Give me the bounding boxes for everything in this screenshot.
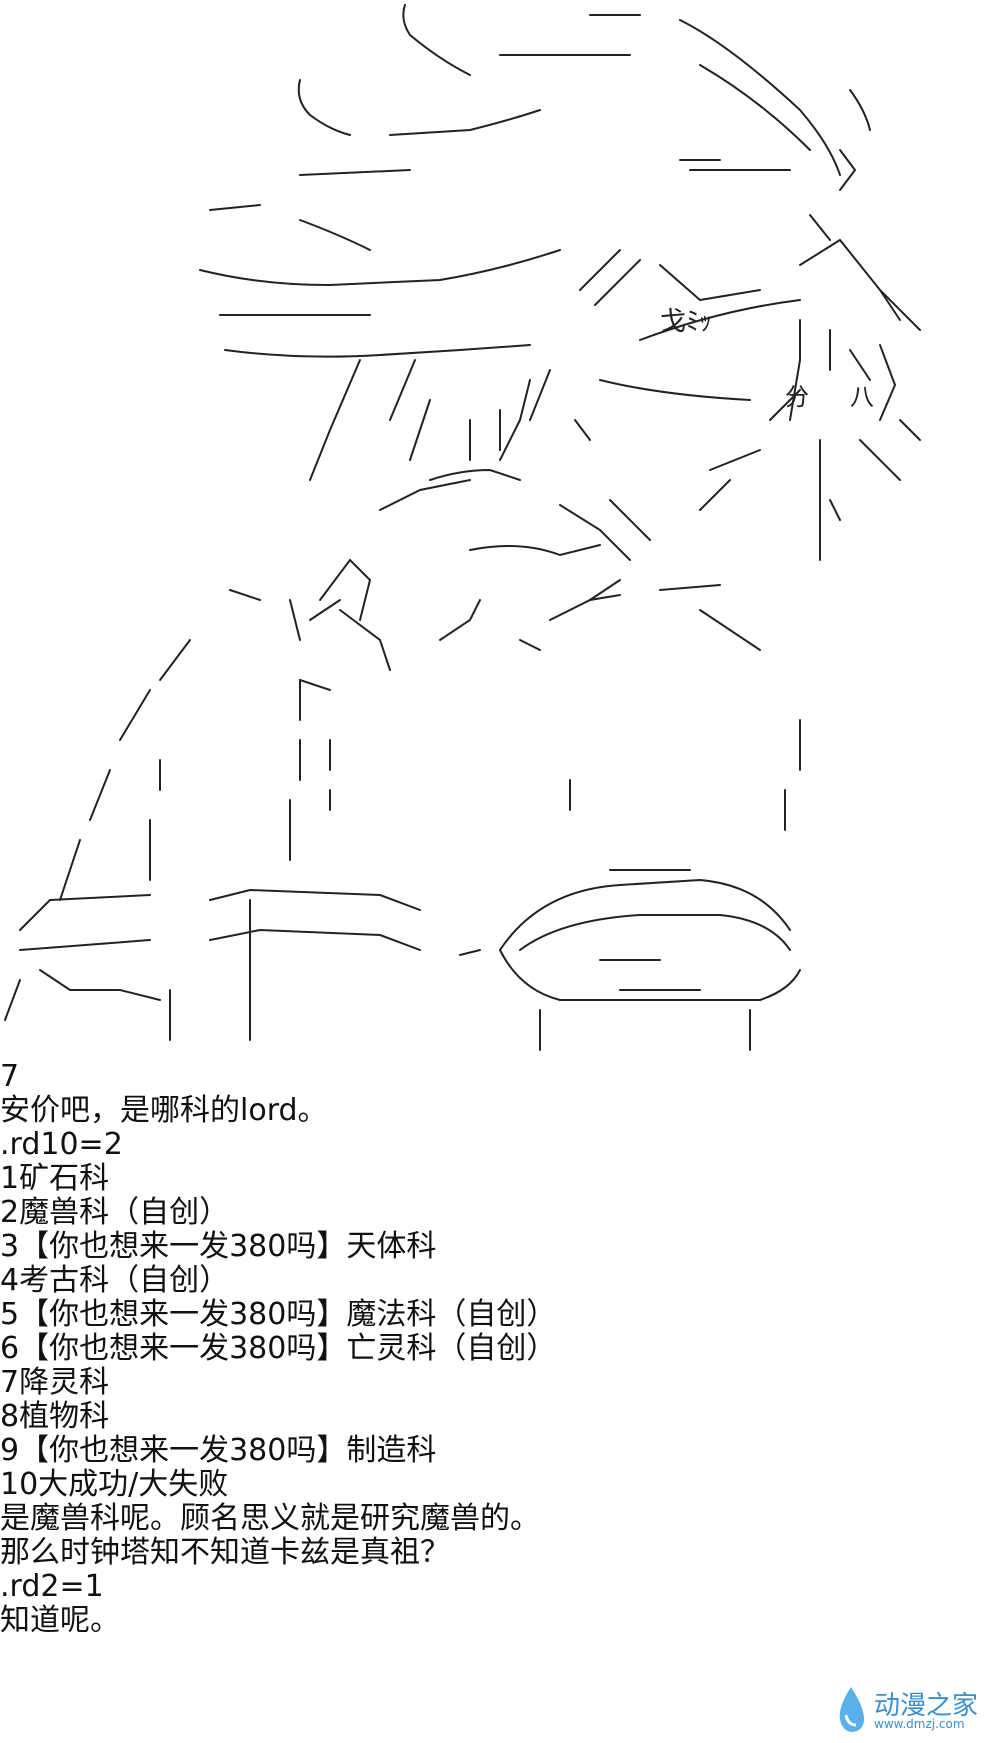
text-line: 7 bbox=[0, 1059, 20, 1094]
ascii-art-illustration: 戈ﾐｯ 分 八 bbox=[4, 4, 921, 1051]
text-line: 是魔兽科呢。顾名思义就是研究魔兽的。 bbox=[0, 1501, 540, 1536]
text-block: 7 安价吧，是哪科的lord。 .rd10=2 1矿石科 2魔兽科（自创） 3【… bbox=[0, 1060, 1000, 1638]
text-line: 4考古科（自创） bbox=[0, 1263, 230, 1298]
sfx-text: 八 bbox=[850, 383, 874, 411]
body-strokes bbox=[59, 359, 801, 901]
lower-right-shapes bbox=[459, 869, 801, 1051]
watermark: 动漫之家 www.dmzj.com bbox=[832, 1683, 992, 1737]
text-line: 10大成功/大失败 bbox=[0, 1467, 229, 1502]
water-drop-icon bbox=[839, 1687, 864, 1732]
sfx-text: 分 bbox=[785, 383, 809, 411]
text-line: 那么时钟塔知不知道卡兹是真祖？ bbox=[0, 1535, 450, 1570]
hair-strokes bbox=[199, 4, 871, 401]
text-line: 3【你也想来一发380吗】天体科 bbox=[0, 1229, 437, 1264]
text-line: 8植物科 bbox=[0, 1399, 110, 1434]
text-line: .rd10=2 bbox=[0, 1127, 123, 1162]
text-line: 9【你也想来一发380吗】制造科 bbox=[0, 1433, 437, 1468]
text-line: 知道呢。 bbox=[0, 1603, 120, 1638]
text-line: 2魔兽科（自创） bbox=[0, 1195, 230, 1230]
lower-left-shapes bbox=[4, 888, 421, 1041]
text-line: .rd2=1 bbox=[0, 1569, 104, 1604]
face-strokes bbox=[579, 238, 921, 561]
text-line: 7降灵科 bbox=[0, 1365, 110, 1400]
text-line: 5【你也想来一发380吗】魔法科（自创） bbox=[0, 1297, 557, 1332]
watermark-url: www.dmzj.com bbox=[874, 1717, 965, 1731]
text-line: 1矿石科 bbox=[0, 1161, 110, 1196]
sfx-text: 戈ﾐｯ bbox=[660, 307, 712, 337]
watermark-name: 动漫之家 bbox=[874, 1691, 979, 1721]
text-line: 6【你也想来一发380吗】亡灵科（自创） bbox=[0, 1331, 557, 1366]
text-line: 安价吧，是哪科的lord。 bbox=[0, 1093, 328, 1128]
